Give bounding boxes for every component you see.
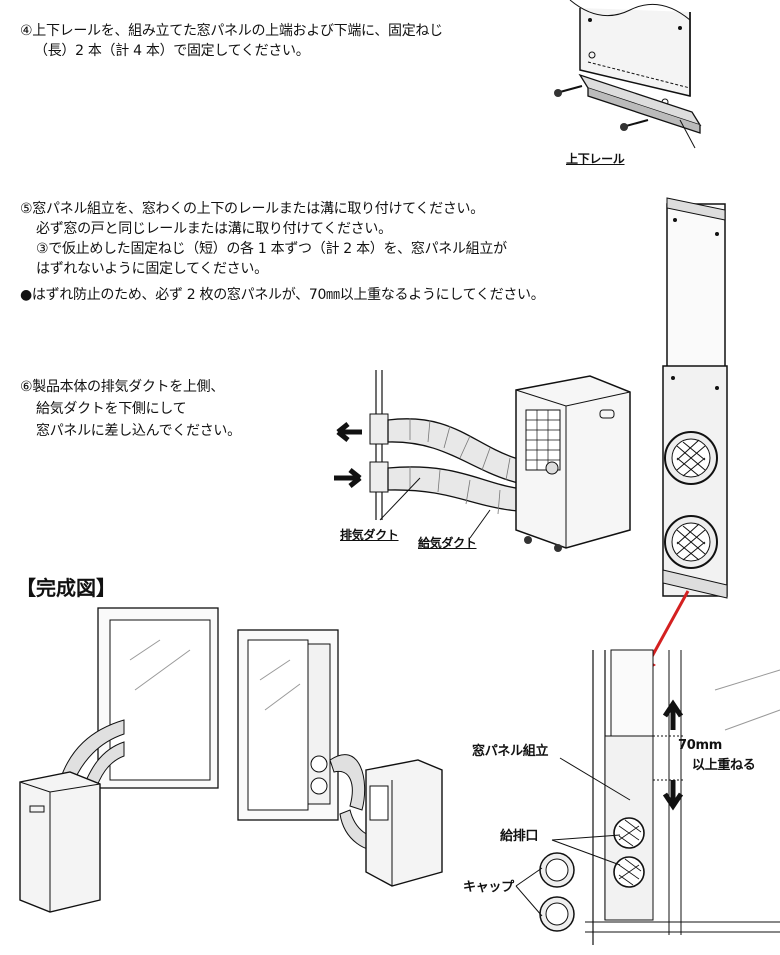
intake-duct-label: 給気ダクト [418,536,477,550]
step5-line4: はずれないように固定してください。 [36,261,268,277]
cap-icon [539,852,575,932]
step5-note: ●はずれ防止のため、必ず 2 枚の窓パネルが、70㎜以上重なるようにしてください… [20,287,545,303]
panel-overlap-detail [585,649,780,945]
completed-installation-illustration [19,607,443,913]
rail-label: 上下レール [566,152,625,166]
panel-assembly-label: 窓パネル組立 [472,744,549,759]
step4-line1: ④上下レールを、組み立てた窓パネルの上端および下端に、固定ねじ [20,23,443,39]
rail-mounting-illustration [554,0,702,149]
window-panel-illustration [662,197,728,599]
step4-line2: （長）2 本（計 4 本）で固定してください。 [34,43,310,59]
overlap-value: 70mm [678,738,722,753]
duct-connection-illustration [334,370,631,552]
step5-line3: ③で仮止めした固定ねじ（短）の各 1 本ずつ（計 2 本）を、窓パネル組立が [36,241,507,257]
cap-label: キャップ [463,880,514,895]
label-leader-lines [515,757,631,917]
port-label: 給排口 [500,829,539,844]
step5-line1: ⑤窓パネル組立を、窓わくの上下のレールまたは溝に取り付けてください。 [20,201,484,217]
step6-line2: 給気ダクトを下側にして [36,401,187,417]
exhaust-duct-label: 排気ダクト [340,528,399,542]
overlap-text: 以上重ねる [692,758,756,773]
completion-heading: 【完成図】 [16,576,116,600]
step5-line2: 必ず窓の戸と同じレールまたは溝に取り付けてください。 [36,221,392,237]
step6-line3: 窓パネルに差し込んでください。 [36,423,241,439]
step6-line1: ⑥製品本体の排気ダクトを上側、 [20,379,225,395]
